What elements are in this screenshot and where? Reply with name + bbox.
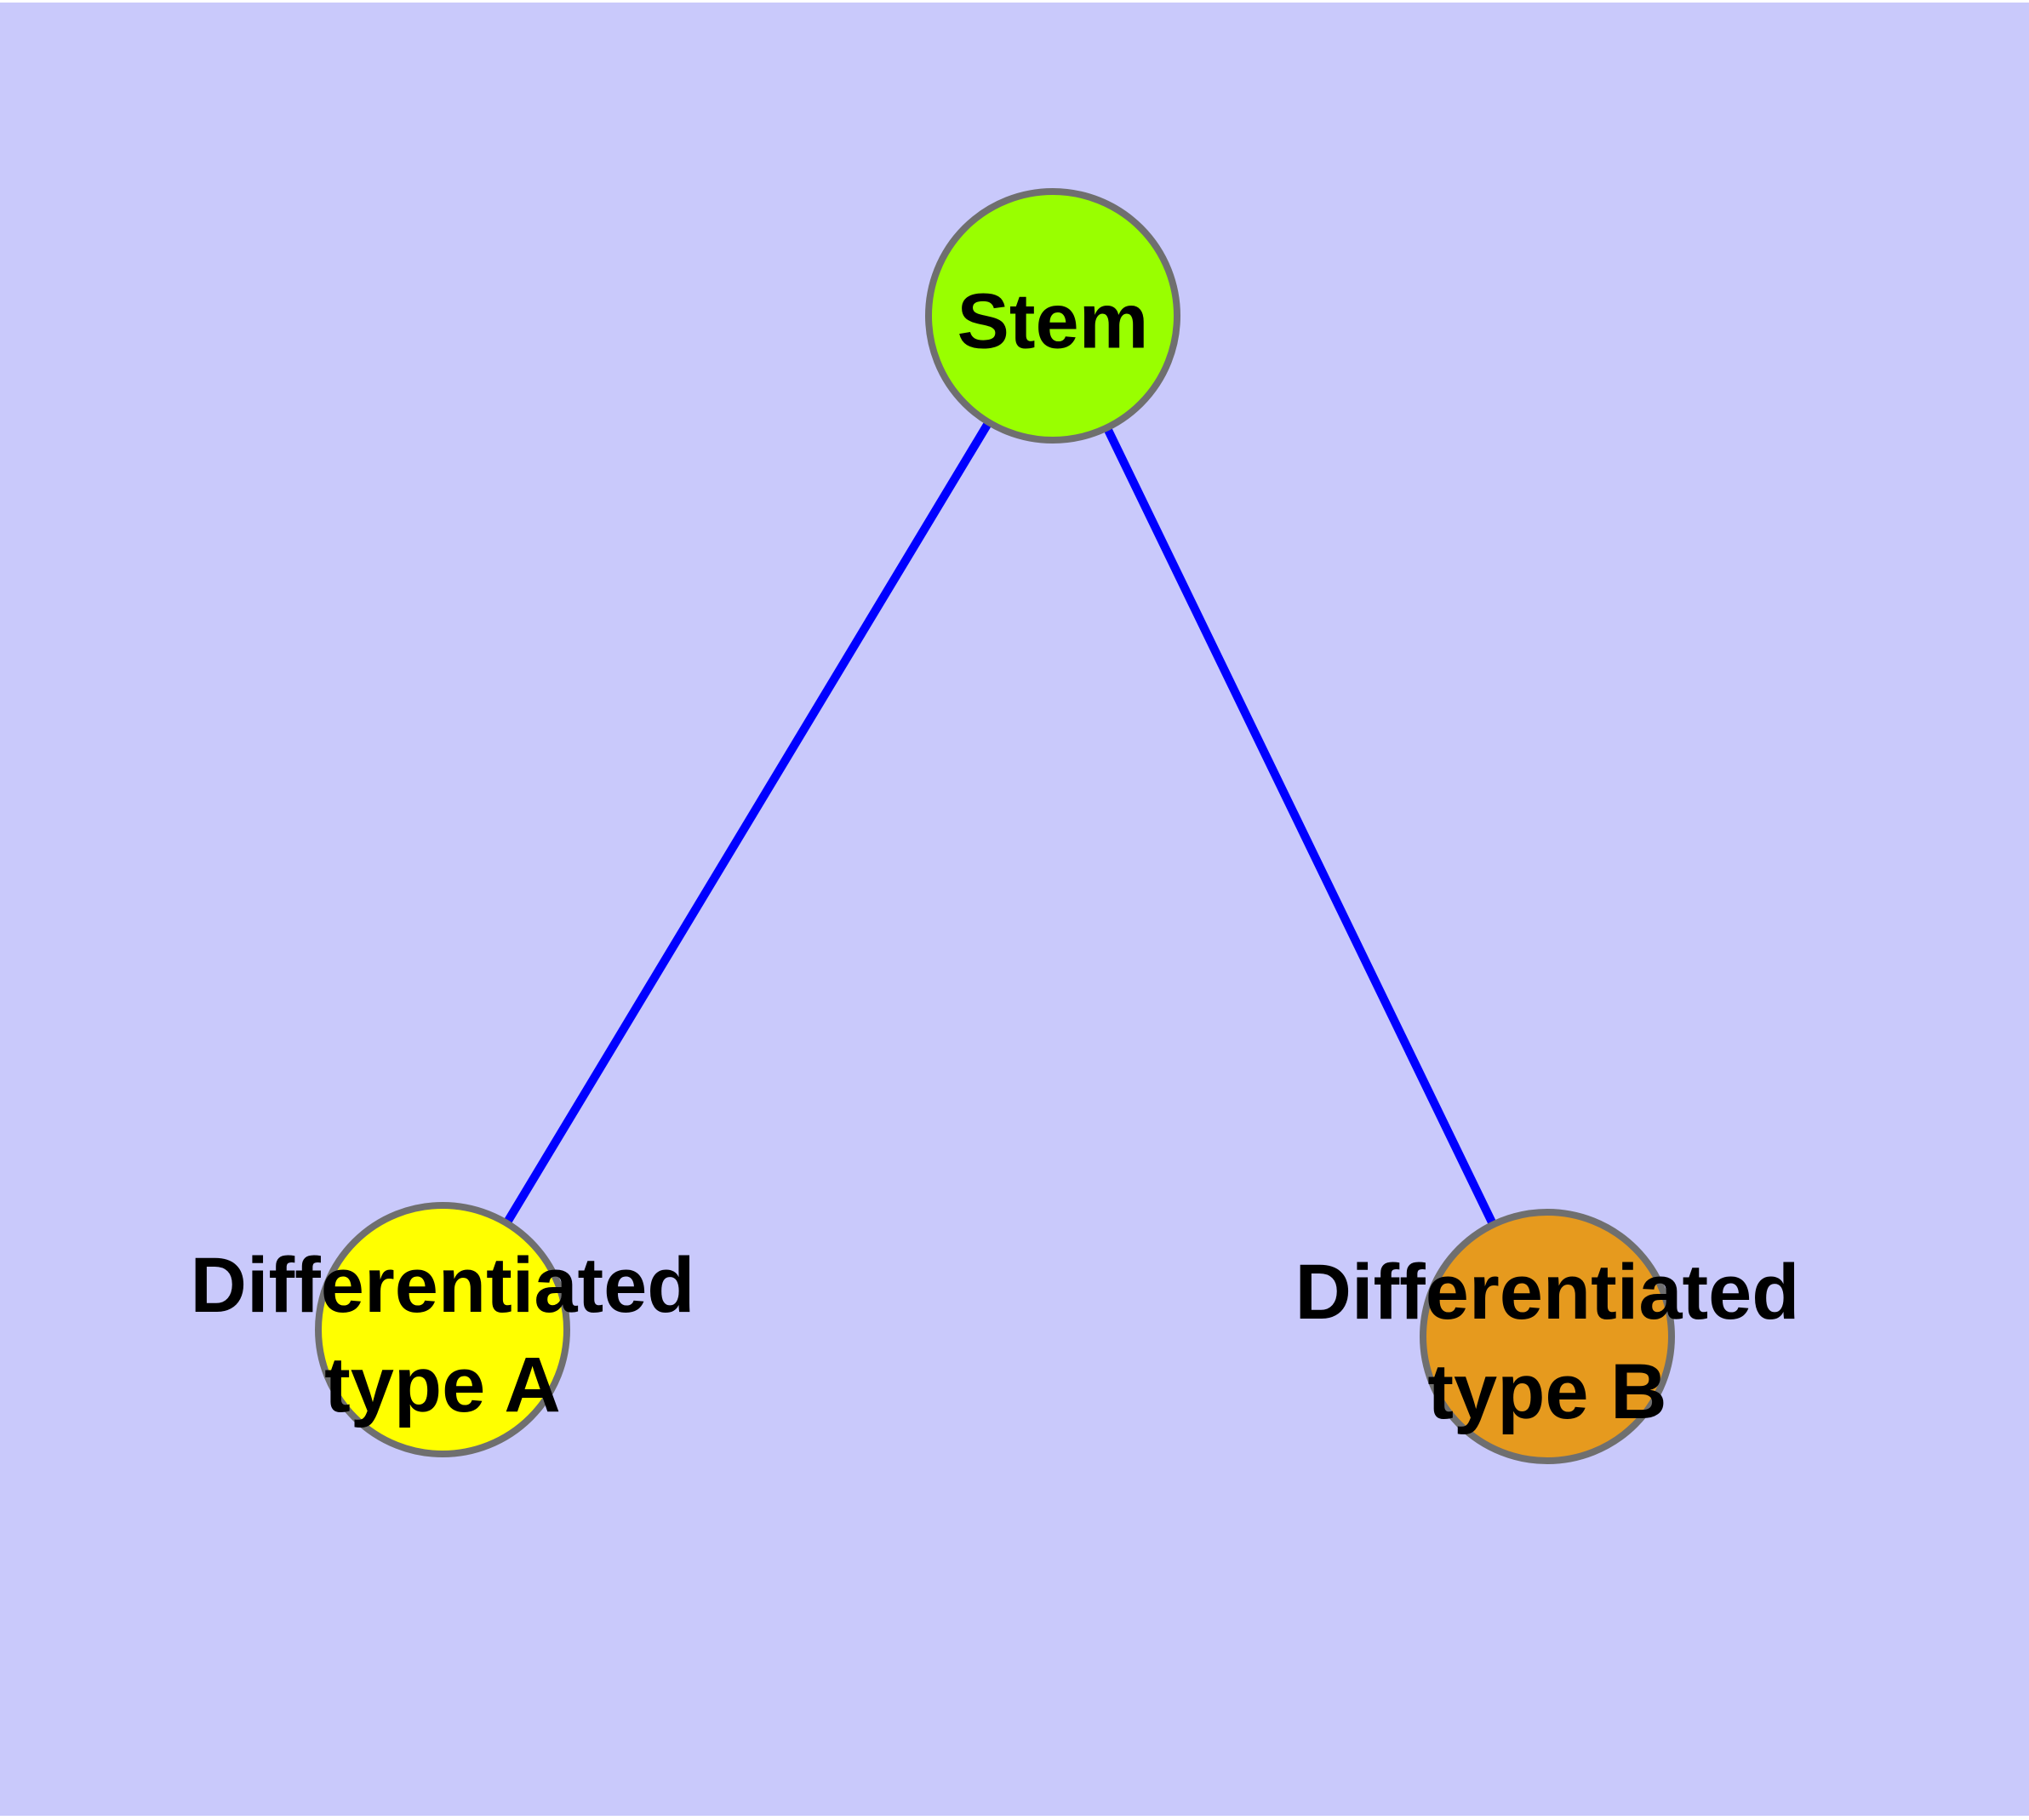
- node-circle-stem: [925, 188, 1180, 444]
- edge-stem-diff-b: [1049, 313, 1552, 1339]
- edge-stem-diff-a: [438, 313, 1057, 1332]
- node-circle-diff-b: [1420, 1209, 1675, 1464]
- node-circle-diff-a: [315, 1202, 570, 1457]
